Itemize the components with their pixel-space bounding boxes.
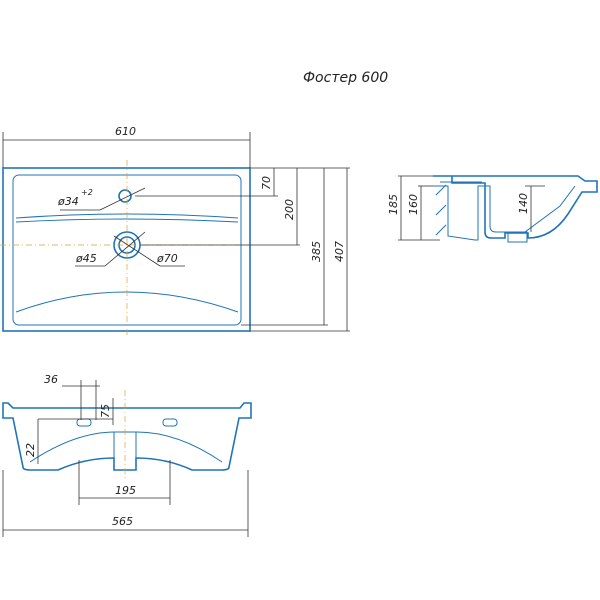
top-view-bowl-curve (15, 291, 239, 313)
mount-hole-right (162, 418, 178, 427)
dim-tap-hole-tolerance: +2 (81, 188, 93, 197)
dim-drain-offset: 200 (283, 199, 296, 220)
top-view-shelf-curve (15, 213, 239, 219)
dim-drain-flange: ø70 (156, 252, 178, 265)
dim-bowl-length: 385 (310, 241, 323, 262)
top-view: 610 70 200 385 407 ø34 +2 ø45 ø70 (0, 125, 350, 335)
dim-overall-width: 610 (115, 125, 136, 138)
dim-mount-offset: 75 (99, 404, 112, 418)
dim-side-height: 185 (387, 194, 400, 215)
front-view-outline (2, 402, 252, 471)
dim-bowl-depth: 140 (517, 193, 530, 214)
top-view-outer-rim (2, 167, 251, 332)
dim-overall-depth: 407 (333, 241, 346, 262)
front-view: 36 75 22 195 565 (2, 373, 252, 537)
dim-side-height-inner: 160 (407, 194, 420, 215)
dim-tap-offset: 70 (260, 176, 273, 190)
side-section-inner-wall (433, 185, 576, 241)
mount-hole-left (76, 418, 92, 427)
dim-tap-hole: ø34 (57, 195, 79, 208)
side-section-outline (433, 175, 598, 239)
dim-drain-diameter: ø45 (75, 252, 97, 265)
side-section-drain (507, 231, 528, 243)
side-section-view: 185 160 140 (387, 175, 598, 243)
dim-bottom-width: 565 (112, 515, 133, 528)
drawing-title: Фостер 600 (303, 70, 388, 86)
dim-cutout-width: 195 (115, 484, 136, 497)
tap-hole (118, 189, 132, 203)
front-view-bowl (29, 431, 223, 463)
dim-lip-height: 22 (24, 443, 37, 457)
dim-mount-spacing: 36 (44, 373, 58, 386)
